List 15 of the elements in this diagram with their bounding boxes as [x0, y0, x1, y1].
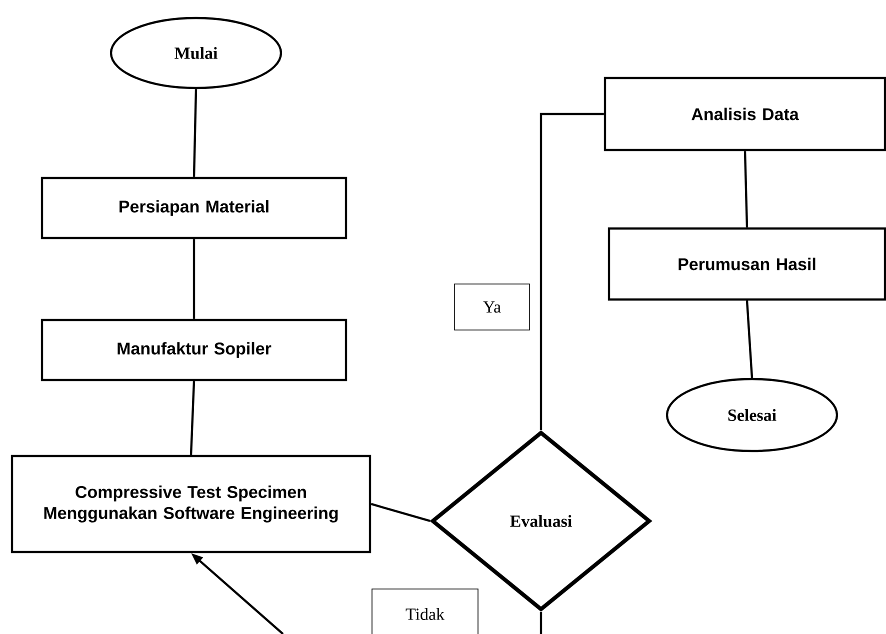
connector-line: [192, 89, 198, 177]
process-box: Persiapan Material: [40, 176, 348, 240]
process-box: Analisis Data: [604, 76, 886, 152]
connector-line: [746, 300, 754, 378]
label-box: Ya: [454, 284, 530, 330]
connector-line: [540, 612, 542, 634]
connector-line: [744, 151, 748, 228]
connector-line: [190, 381, 196, 455]
connector-line: [192, 239, 196, 319]
process-box: Manufaktur Sopiler: [40, 318, 348, 382]
process-box: Perumusan Hasil: [608, 227, 886, 301]
label-box: Tidak: [372, 588, 478, 634]
process-box: Compressive Test Specimen Menggunakan Software Engineering: [10, 454, 372, 554]
connector-line: [370, 502, 430, 522]
connector-line: [540, 112, 604, 430]
